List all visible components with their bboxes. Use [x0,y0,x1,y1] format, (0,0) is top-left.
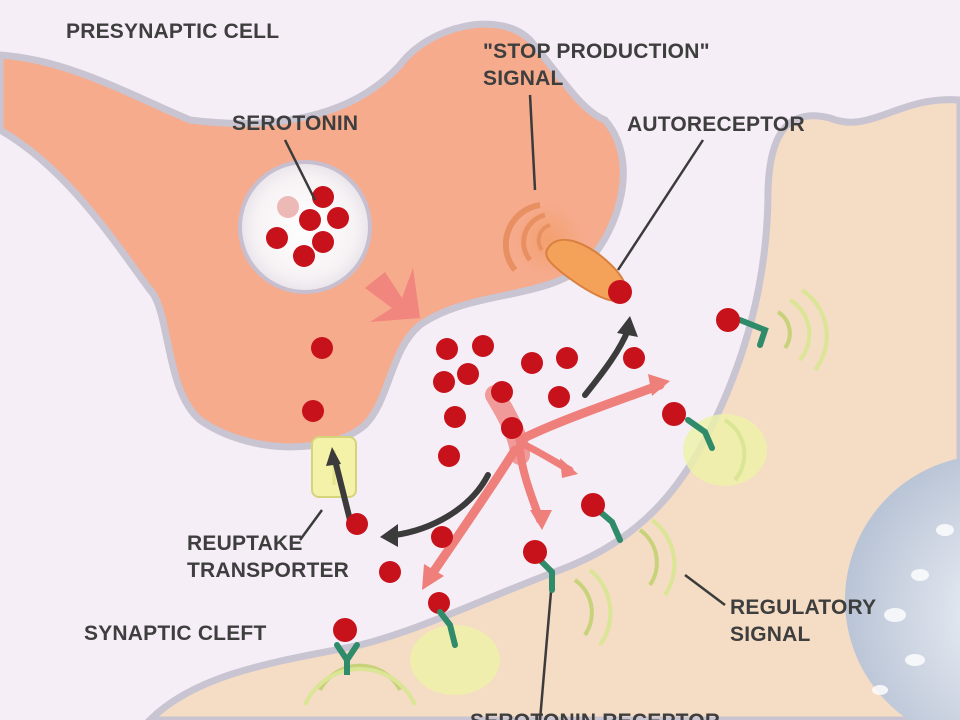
label-regulatory-signal: REGULATORY SIGNAL [730,596,877,646]
receptor [662,402,767,486]
release-arrow [365,268,420,322]
dark-arrowheads [326,316,638,547]
receptor [303,618,417,706]
label-serotonin-receptor: SEROTONIN RECEPTOR [470,708,720,720]
pointer-lines [283,94,726,720]
diffusion-arrowheads [422,374,670,590]
receptor [410,609,500,695]
serotonin-vesicle [238,160,372,294]
receptor [716,288,829,372]
serotonin-receptors [303,288,829,706]
dark-arrows [332,327,631,538]
label-presynaptic-cell: PRESYNAPTIC CELL [66,20,280,43]
autoreceptor [545,238,632,304]
receptor [523,540,613,647]
serotonin-molecules [302,335,645,614]
label-autoreceptor: AUTORECEPTOR [627,113,805,136]
label-synaptic-cleft: SYNAPTIC CLEFT [84,622,267,645]
label-stop-production-signal: "STOP PRODUCTION" SIGNAL [483,40,710,90]
postsynaptic-nucleus [845,458,960,720]
receptor [581,493,677,597]
label-serotonin: SEROTONIN [232,112,359,135]
label-reuptake-transporter: REUPTAKE TRANSPORTER [187,532,350,582]
